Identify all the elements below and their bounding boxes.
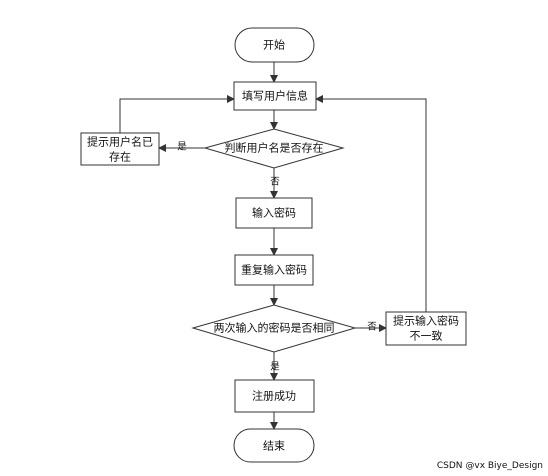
edge-label-match-no: 否	[367, 322, 377, 333]
connectors	[119, 62, 427, 430]
compare-passwords-label: 两次输入的密码是否相同	[214, 321, 335, 335]
fill-info-process-box	[233, 81, 317, 111]
username-exists-label-line2: 存在	[109, 150, 131, 164]
repeat-password-process-box	[234, 254, 314, 286]
node-enter-password: 输入密码	[235, 197, 313, 229]
arrow-mismatch-back-to-fill-info	[315, 95, 427, 312]
edge-label-exists-yes: 是	[177, 142, 187, 153]
repeat-password-label: 重复输入密码	[241, 263, 307, 277]
end-terminator-shape	[233, 428, 315, 463]
node-end: 结束	[233, 428, 315, 463]
node-mismatch-message: 提示输入密码 不一致	[385, 311, 467, 346]
compare-passwords-decision-diamond	[191, 304, 357, 353]
node-compare-passwords: 两次输入的密码是否相同	[191, 304, 357, 353]
node-fill-info: 填写用户信息	[233, 81, 317, 111]
mismatch-label-line1: 提示输入密码	[393, 314, 459, 328]
username-exists-process-box	[80, 132, 160, 166]
register-success-process-box	[234, 379, 315, 413]
enter-password-process-box	[235, 197, 313, 229]
node-start: 开始	[234, 27, 315, 63]
edge-label-match-yes: 是	[270, 362, 280, 373]
enter-password-label: 输入密码	[252, 206, 296, 220]
check-username-decision-diamond	[203, 128, 345, 169]
mismatch-label-line2: 不一致	[410, 329, 443, 343]
watermark-text: CSDN @vx Biye_Design	[437, 461, 543, 471]
edge-label-exists-no: 否	[270, 177, 280, 188]
start-terminator-shape	[234, 27, 315, 63]
mismatch-process-box	[385, 311, 467, 346]
start-label: 开始	[263, 38, 285, 52]
node-register-success: 注册成功	[234, 379, 315, 413]
node-username-exists-message: 提示用户名已 存在	[80, 132, 160, 166]
register-success-label: 注册成功	[252, 389, 296, 403]
fill-info-label: 填写用户信息	[242, 89, 308, 103]
node-repeat-password: 重复输入密码	[234, 254, 314, 286]
check-username-label: 判断用户名是否存在	[225, 141, 324, 155]
node-check-username: 判断用户名是否存在	[203, 128, 345, 169]
end-label: 结束	[263, 440, 285, 453]
arrow-exists-message-back-to-fill-info	[119, 95, 235, 133]
username-exists-label-line1: 提示用户名已	[87, 135, 153, 149]
